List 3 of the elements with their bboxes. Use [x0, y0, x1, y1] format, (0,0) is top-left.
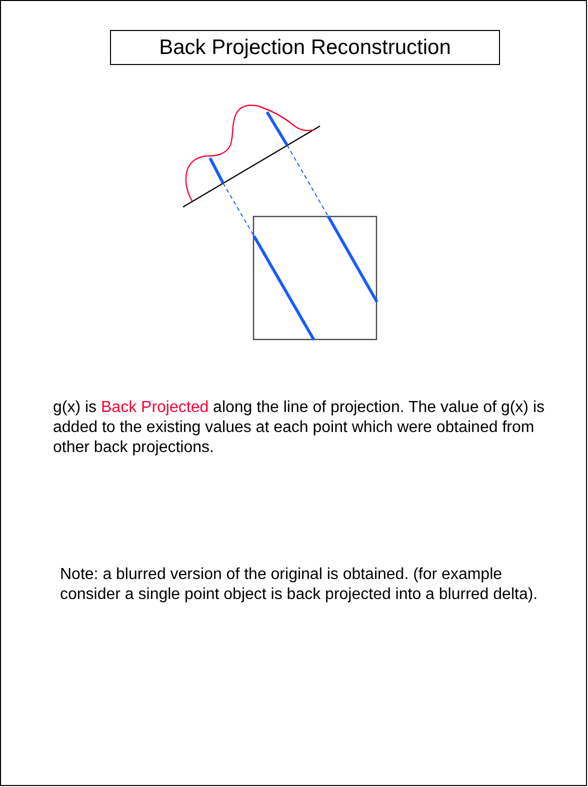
paragraph-text: Note: a blurred version of the original is obtained. (for example consider a single point object is back projected into a blurred delta).: [60, 565, 539, 605]
title-box: Back Projection Reconstruction: [110, 30, 500, 65]
paragraph-text: g(x) is Back Projected along the line of projection. The value of g(x) is added to the existing values at each point which were obtained from other back projections.: [53, 398, 546, 458]
